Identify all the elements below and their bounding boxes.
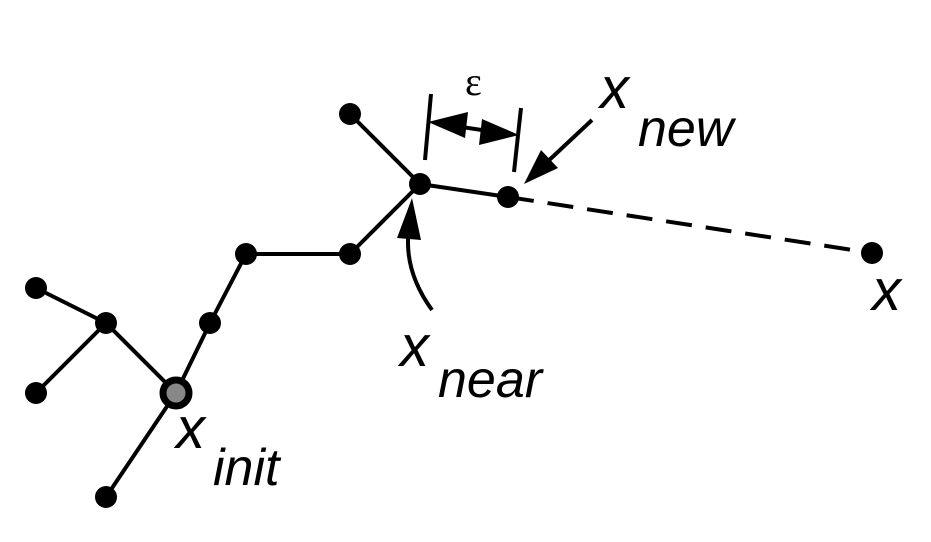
- x-init-label-main: x: [173, 396, 207, 461]
- node-bottom-leaf: [95, 486, 117, 508]
- x-near-arrow-head: [397, 198, 421, 240]
- epsilon-dimension: [423, 93, 523, 173]
- x-new-label-subscript: new: [638, 100, 737, 158]
- edge-new-to-target-dashed: [507, 195, 873, 255]
- tree-edges: [34, 112, 873, 499]
- node-right: [339, 243, 361, 265]
- epsilon-left-tick: [423, 93, 433, 161]
- edge-right-node-to-near: [348, 182, 422, 256]
- x-near-pointer-arrow: [397, 198, 434, 312]
- x-new-arrow-head: [524, 150, 558, 184]
- x-near-label-subscript: near: [438, 351, 545, 409]
- epsilon-right-tick: [512, 107, 523, 173]
- node-x-init-root: [159, 376, 193, 410]
- epsilon-arrow-head-right: [479, 119, 519, 145]
- node-x-near: [409, 173, 431, 195]
- x-target-label: x: [869, 258, 903, 323]
- edge-root-to-bottom-leaf: [104, 391, 178, 499]
- node-top-leaf: [339, 103, 361, 125]
- tree-nodes: [25, 103, 883, 508]
- node-lower-left-leaf: [25, 382, 47, 404]
- node-mid: [199, 312, 221, 334]
- x-new-label-main: x: [597, 56, 631, 121]
- edge-mid-node-to-upper-node: [208, 252, 248, 325]
- epsilon-label: ε: [465, 59, 482, 104]
- labels: ε x new x near x init x: [173, 56, 903, 497]
- edge-left-branch-to-lower-leaf: [34, 321, 108, 395]
- x-near-arrow-shaft: [406, 227, 434, 312]
- node-left-branch: [95, 312, 117, 334]
- x-near-label-main: x: [397, 314, 431, 379]
- x-new-arrow-shaft: [543, 118, 594, 166]
- x-new-pointer-arrow: [524, 118, 594, 184]
- edge-left-branch-to-upper-leaf: [34, 286, 108, 325]
- edge-near-to-new: [418, 182, 510, 199]
- node-upper: [235, 243, 257, 265]
- epsilon-arrow-head-left: [428, 112, 468, 138]
- node-x-target: [861, 242, 883, 264]
- node-upper-left-leaf: [25, 277, 47, 299]
- x-init-label-subscript: init: [213, 439, 282, 497]
- node-x-new: [497, 186, 519, 208]
- edge-near-to-top-leaf: [348, 112, 422, 186]
